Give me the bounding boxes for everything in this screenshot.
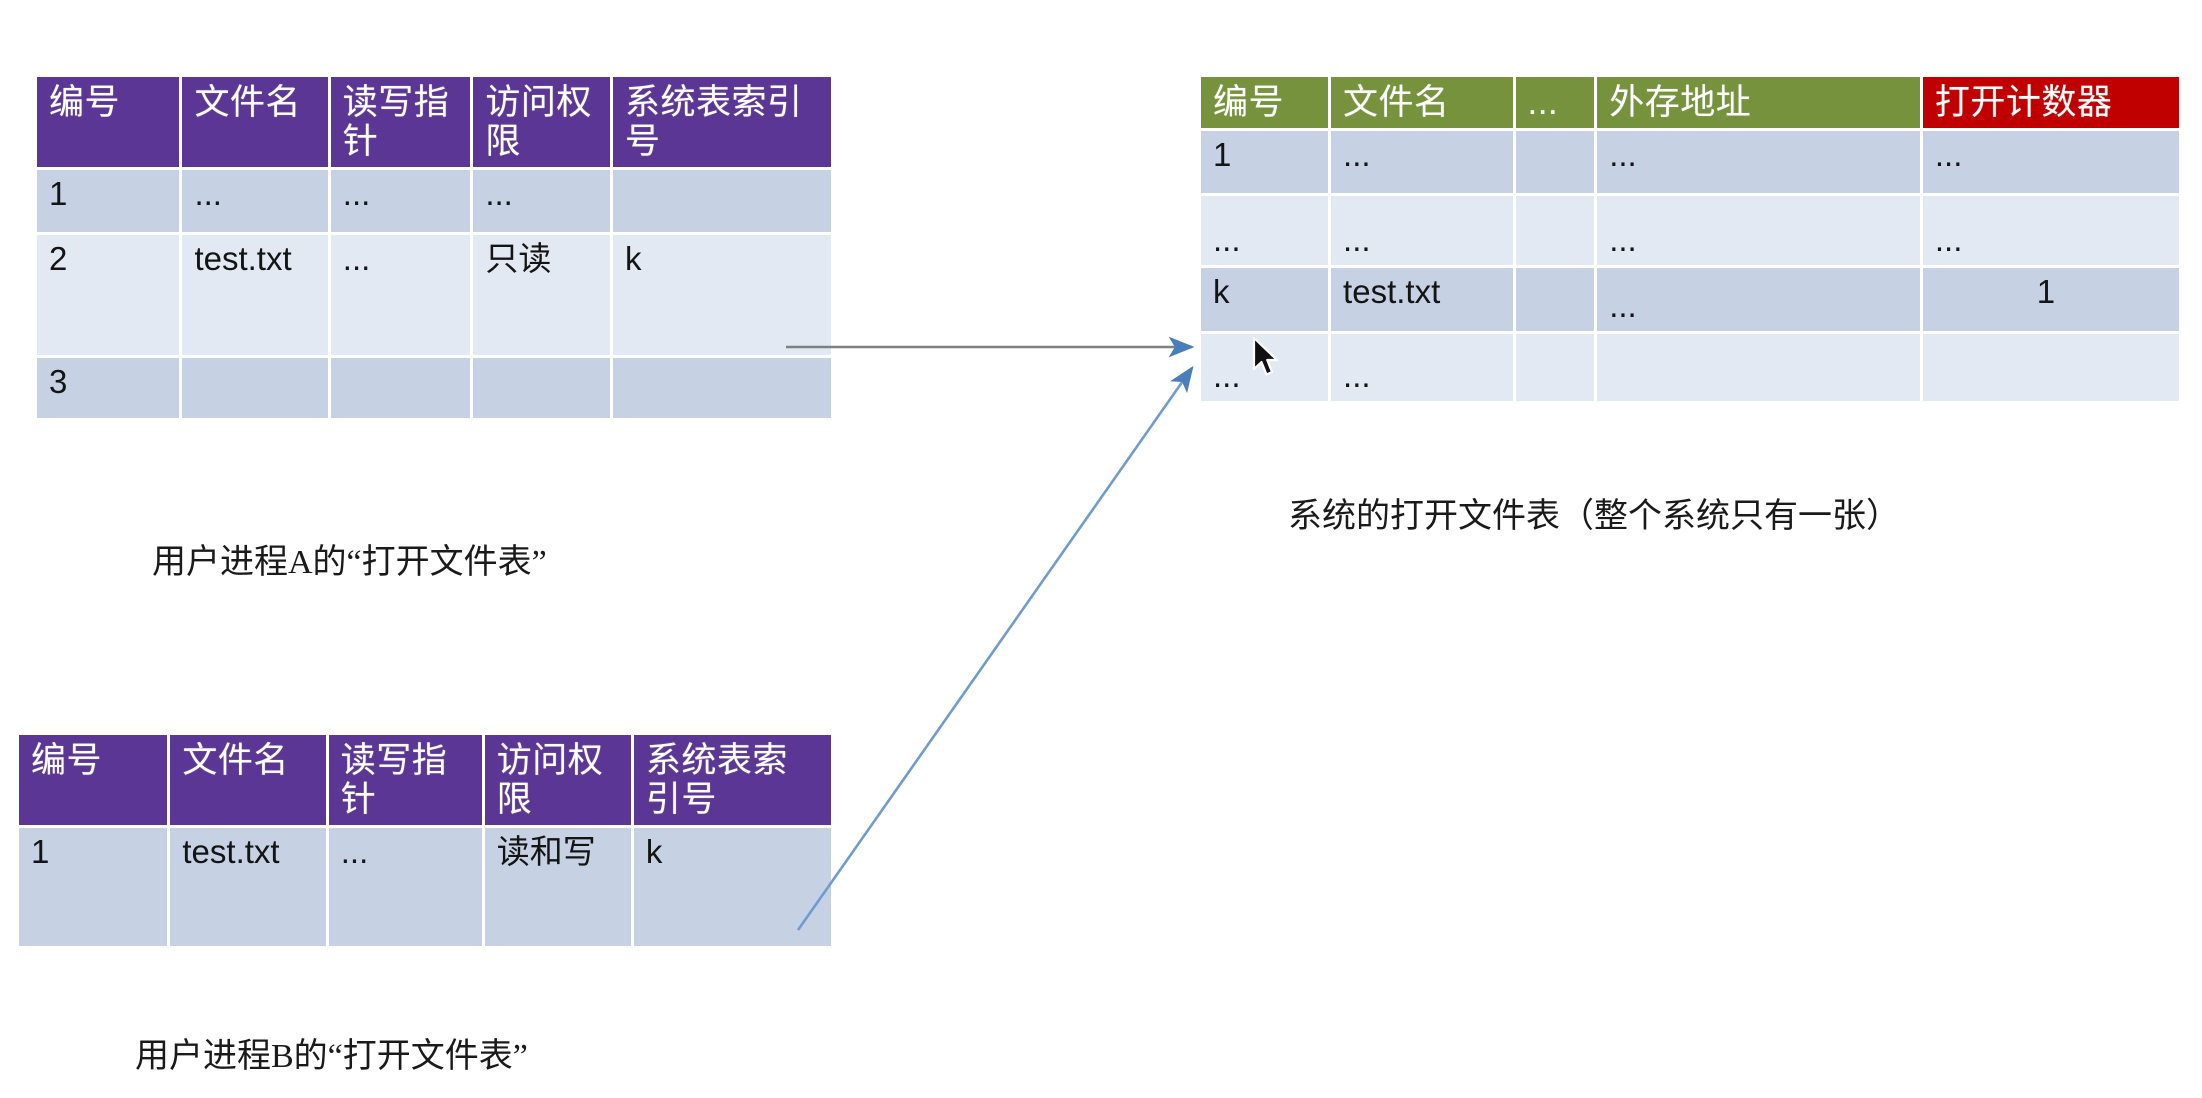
col-header-filename: 文件名 [182, 77, 328, 168]
col-header-open-counter: 打开计数器 [1922, 77, 2179, 129]
cell-open-counter: ... [1934, 136, 1963, 174]
cell-ellipsis [1516, 268, 1595, 331]
cell-id: ... [1213, 357, 1241, 395]
table-row-k: k test.txt ... 1 [1201, 268, 2179, 332]
col-header-rw-pointer: 读写指针 [328, 735, 482, 826]
cell-filename: test.txt [182, 833, 280, 871]
cell-system-index: k [645, 833, 663, 871]
system-open-file-table: 编号 文件名 ... 外存地址 打开计数器 1 ... ... ... ... … [1198, 74, 2182, 404]
table-header-row: 编号 文件名 读写指针 访问权限 系统表索引号 [19, 735, 831, 826]
cell-access-rights: 读和写 [496, 833, 596, 871]
cell-rw-pointer [331, 358, 471, 418]
system-table-caption: 系统的打开文件表（整个系统只有一张） [1288, 498, 1900, 535]
cell-id: ... [1213, 221, 1241, 259]
cell-id: 2 [49, 240, 68, 278]
cell-filename: ... [1343, 357, 1371, 395]
cell-ellipsis [1516, 131, 1595, 193]
table-row: 2 test.txt ... 只读 k [37, 235, 831, 356]
cell-disk-address: ... [1609, 136, 1637, 174]
process-a-open-file-table: 编号 文件名 读写指针 访问权限 系统表索引号 1 ... ... ... 2 … [34, 74, 834, 421]
cell-filename: ... [194, 175, 222, 213]
table-header-row: 编号 文件名 读写指针 访问权限 系统表索引号 [37, 77, 831, 168]
col-header-system-index: 系统表索引号 [633, 735, 831, 826]
cell-id: k [1213, 273, 1230, 311]
col-header-id: 编号 [19, 735, 168, 826]
col-header-filename: 文件名 [170, 735, 326, 826]
table-row: 3 [37, 358, 831, 419]
cell-open-counter [1923, 334, 2179, 401]
col-header-access-rights: 访问权限 [484, 735, 631, 826]
cell-system-index [613, 358, 831, 418]
cell-disk-address [1597, 334, 1920, 401]
cell-system-index: k [624, 240, 642, 278]
cell-access-rights: 只读 [485, 240, 552, 278]
cell-access-rights [473, 358, 610, 418]
cell-id: 1 [49, 175, 68, 213]
cell-filename: ... [1343, 136, 1371, 174]
process-b-open-file-table: 编号 文件名 读写指针 访问权限 系统表索引号 1 test.txt ... 读… [16, 732, 834, 949]
col-header-disk-address: 外存地址 [1597, 77, 1920, 129]
arrow-process-b-to-system [796, 365, 1194, 931]
table-row: 1 ... ... ... [1201, 131, 2179, 194]
table-header-row: 编号 文件名 ... 外存地址 打开计数器 [1201, 77, 2179, 129]
cell-filename: test.txt [1343, 273, 1441, 311]
process-b-table-caption: 用户进程B的“打开文件表” [135, 1038, 528, 1075]
cell-id: 1 [31, 833, 50, 871]
cell-ellipsis [1516, 196, 1595, 265]
process-a-table-caption: 用户进程A的“打开文件表” [152, 544, 547, 581]
cell-rw-pointer: ... [340, 833, 369, 871]
col-header-id: 编号 [37, 77, 180, 168]
cell-access-rights: ... [485, 175, 513, 213]
cell-rw-pointer: ... [342, 240, 371, 278]
cell-open-counter: 1 [2036, 273, 2056, 311]
table-row: 1 ... ... ... [37, 170, 831, 233]
col-header-access-rights: 访问权限 [473, 77, 610, 168]
col-header-filename: 文件名 [1331, 77, 1513, 129]
cell-disk-address: ... [1609, 287, 1637, 325]
cell-id: 1 [1213, 136, 1232, 174]
table-row: 1 test.txt ... 读和写 k [19, 828, 831, 947]
col-header-system-index: 系统表索引号 [612, 77, 831, 168]
col-header-ellipsis: ... [1515, 77, 1595, 129]
col-header-rw-pointer: 读写指针 [330, 77, 471, 168]
mouse-pointer-icon [1252, 336, 1279, 376]
cell-disk-address: ... [1609, 221, 1637, 259]
cell-system-index [613, 170, 831, 232]
cell-filename: test.txt [194, 240, 292, 278]
table-row: ... ... [1201, 334, 2179, 402]
cell-id: 3 [49, 363, 68, 401]
table-row: ... ... ... ... [1201, 196, 2179, 266]
cell-open-counter: ... [1934, 221, 1963, 259]
cell-filename [182, 358, 327, 418]
cell-rw-pointer: ... [342, 175, 371, 213]
col-header-id: 编号 [1201, 77, 1329, 129]
cell-ellipsis [1516, 334, 1595, 401]
cell-filename: ... [1343, 221, 1371, 259]
